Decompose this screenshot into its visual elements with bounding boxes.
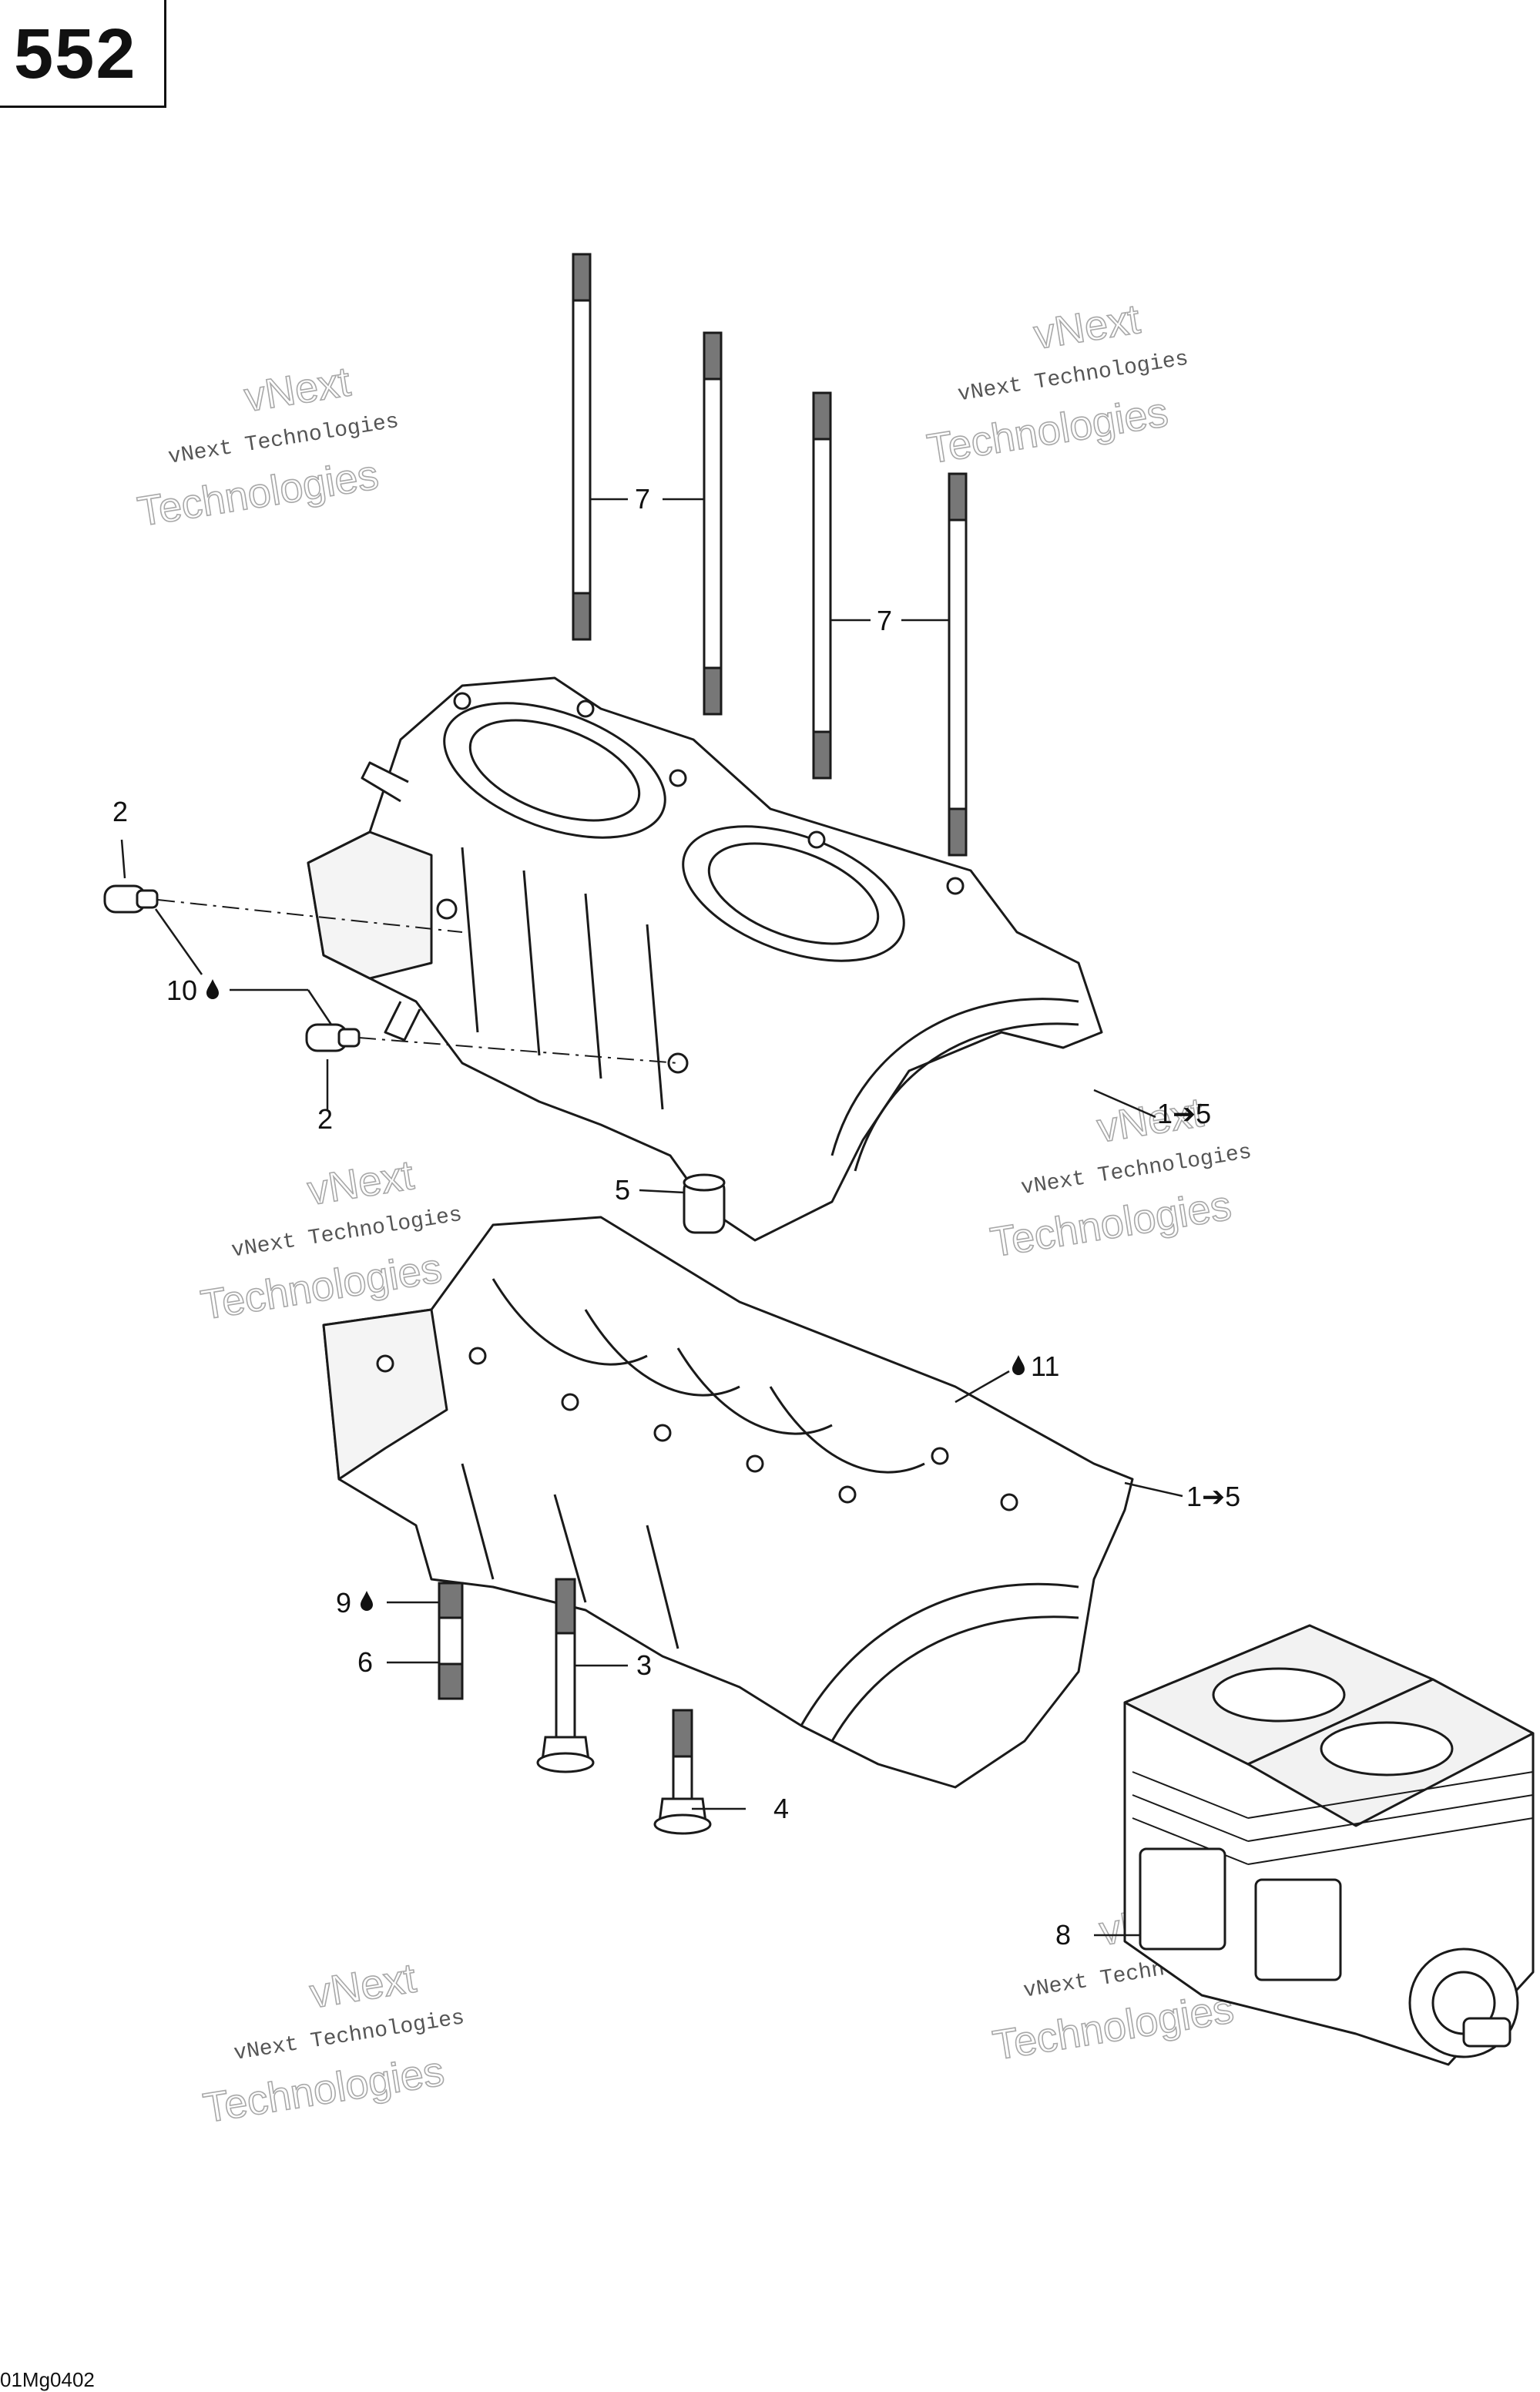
watermark-1: vNext Technologies vNext Technologies [134,358,401,536]
watermark-5: vNext Technologies vNext Technologies [200,1954,466,2132]
callout-2-upper: 2 [112,796,128,827]
callout-7-upper: 7 [635,483,650,515]
watermark-4: vNext Technologies vNext Technologies [987,1089,1253,1266]
fitting-2-lower [305,1023,361,1052]
axis-lines [157,899,679,1064]
long-stud [812,391,832,780]
watermark-big-1: vNext [241,358,354,421]
engine-assembly-8 [1123,1624,1535,2066]
callout-6: 6 [357,1646,373,1678]
callout-1-5-lower: 1➔5 [1186,1481,1240,1512]
stud-group-7 [572,253,968,857]
long-stud [703,331,723,716]
callout-2-lower: 2 [317,1103,333,1135]
callout-7-lower: 7 [877,605,892,636]
stud-6 [438,1582,464,1700]
bearing-5 [683,1173,726,1234]
watermark-big-1: vNext [307,1955,419,2018]
drop-icon [1012,1355,1025,1375]
callout-10: 10 [166,975,197,1006]
fitting-2-upper [103,884,159,914]
leader-lines [120,498,1183,1937]
drawing-code: 01Mg0402 [0,2368,95,2391]
upper-crankcase [307,676,1103,1242]
drop-icon [206,979,219,999]
bolt-3 [536,1578,595,1773]
watermark-big-1: vNext [304,1152,417,1214]
long-stud [572,253,592,641]
callouts: 7 7 2 2 10 1➔5 5 11 1➔5 9 6 3 4 8 [112,483,1240,1951]
callout-8: 8 [1055,1919,1071,1951]
bolt-4 [653,1709,712,1835]
watermark-2: vNext Technologies vNext Technologies [924,295,1190,473]
callout-11: 11 [1031,1350,1059,1382]
long-stud [948,472,968,857]
callout-9: 9 [336,1587,351,1619]
callout-4: 4 [773,1793,789,1824]
callout-1-5-upper: 1➔5 [1157,1098,1211,1129]
page-number-box: 552 [0,0,166,108]
page-number: 552 [14,15,137,93]
callout-5: 5 [615,1174,630,1206]
callout-3: 3 [636,1649,652,1681]
drop-icon [361,1591,373,1611]
lower-crankcase [322,1216,1134,1789]
watermark-big-1: vNext [1031,296,1143,358]
watermark-3: vNext Technologies vNext Technologies [197,1151,464,1329]
